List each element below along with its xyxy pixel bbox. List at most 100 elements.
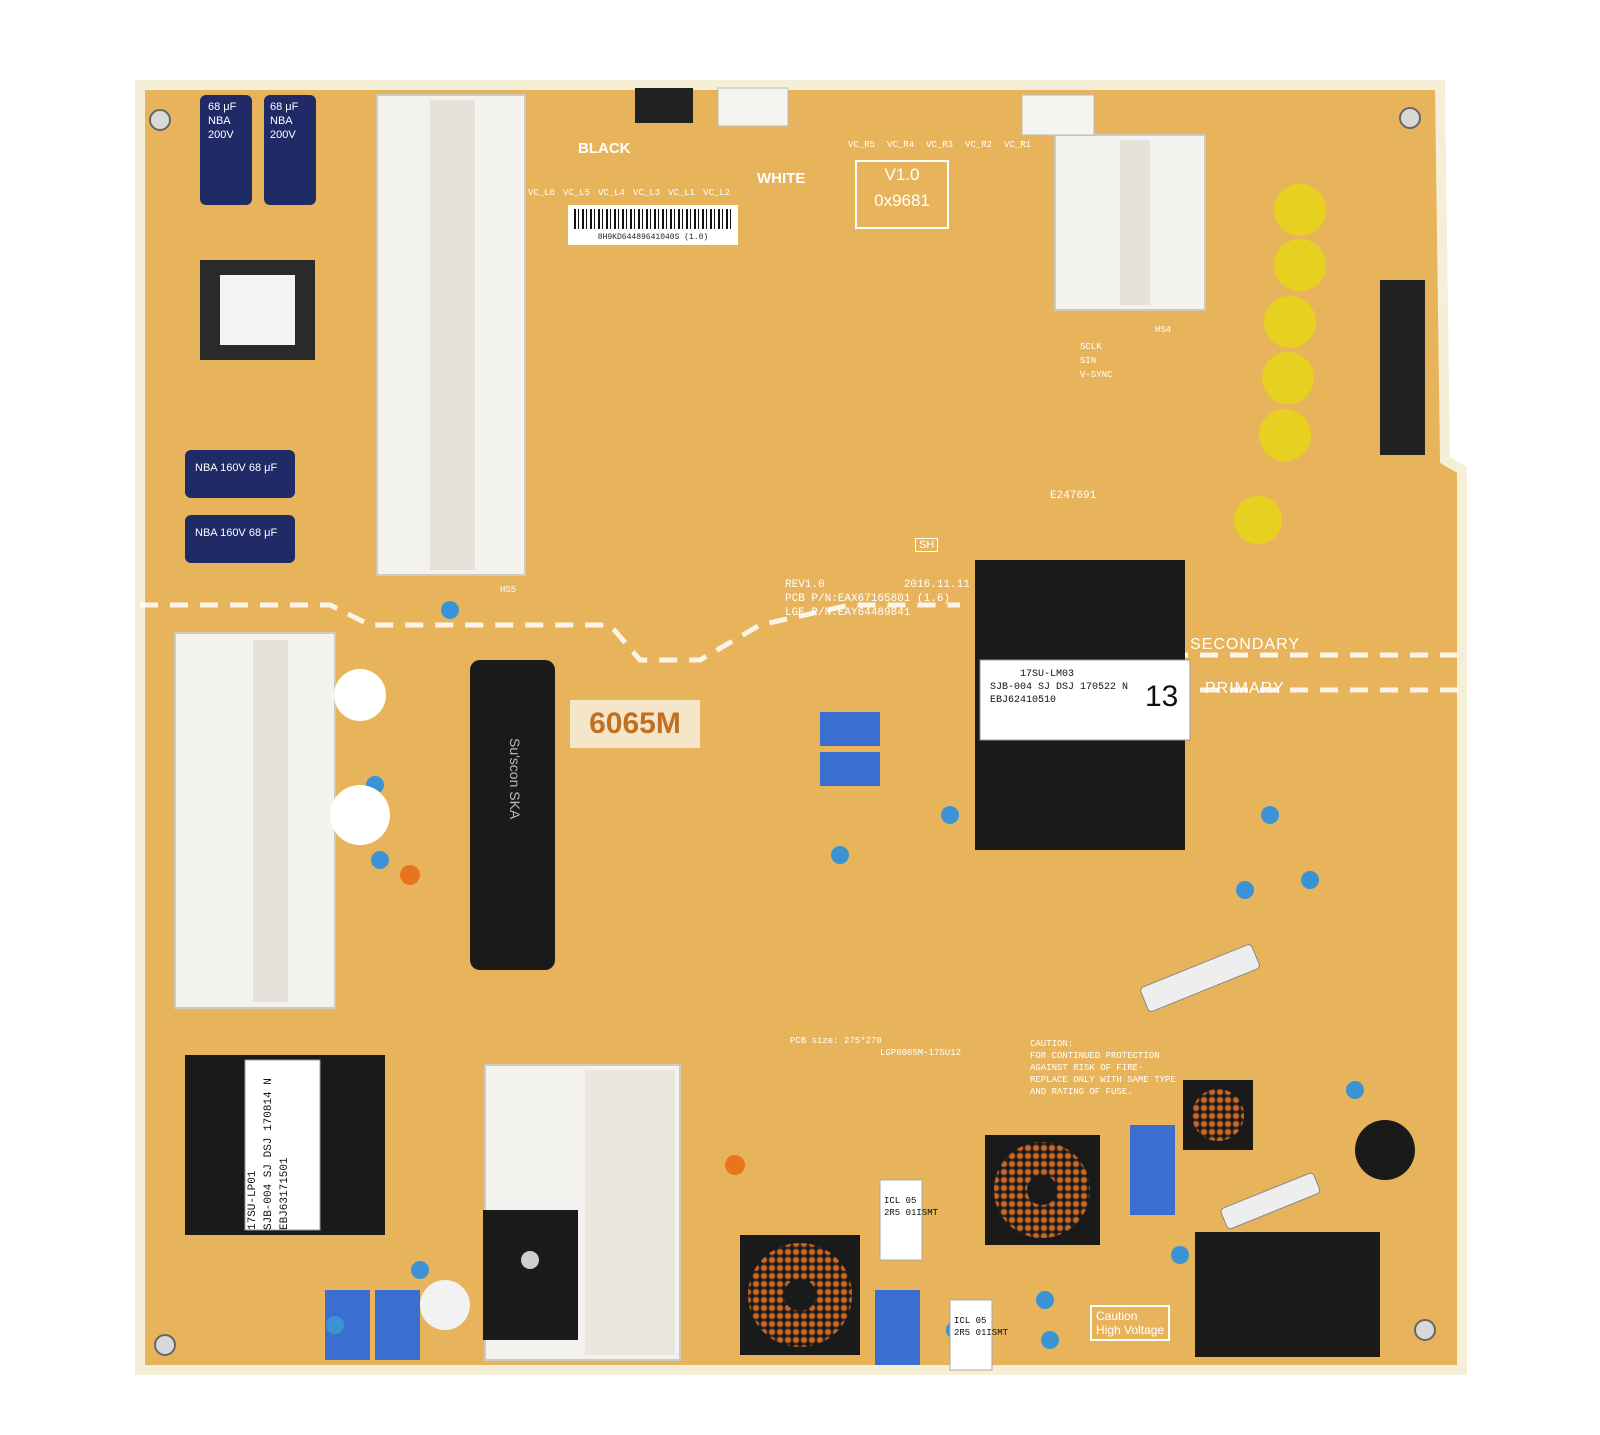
capacitor-marking-4: NBA 160V 68 μF <box>195 527 277 539</box>
transformer-lp-label: 17SU-LP01 SJB-004 SJ DSJ 170814 N EBJ631… <box>245 1060 293 1230</box>
transformer-lp-line-3: EBJ63171501 <box>279 1157 291 1230</box>
capacitor-brand: NBA <box>208 115 231 127</box>
transformer-main-line-3: EBJ62410510 <box>990 695 1057 706</box>
capacitor-brand: NBA <box>270 115 293 127</box>
vl-label: VC_L2 <box>703 188 731 198</box>
barcode <box>574 209 732 229</box>
capacitor-value: 68 μF <box>208 101 237 113</box>
film-capacitor <box>375 1290 420 1360</box>
capacitor-voltage: 160V <box>220 462 246 474</box>
capacitor-value: 68 μF <box>248 527 278 539</box>
film-capacitor <box>1130 1125 1175 1215</box>
rev-date: 2016.11.11 <box>903 579 970 591</box>
transformer-lp-line-1: 17SU-LP01 <box>247 1170 259 1230</box>
rev-text: REV1.0 2016.11.11 PCB P/N:EAX67165801 (1… <box>785 578 970 620</box>
film-capacitor <box>820 752 880 786</box>
heatsink-label-hs4: HS4 <box>1155 325 1172 335</box>
signal-label: V-SYNC <box>1080 370 1113 380</box>
caution-line: AND RATING OF FUSE. <box>1030 1087 1133 1097</box>
vl-label: VC_L1 <box>668 188 696 198</box>
capacitor-blue <box>200 95 252 205</box>
capacitor-voltage: 160V <box>220 527 246 539</box>
ceramic-capacitor-orange <box>400 865 420 885</box>
y-capacitor-white <box>334 669 386 721</box>
pcb-size-text: PCB size: 275*270 LGP6065M-17SU12 <box>790 1035 961 1059</box>
ceramic-capacitor-orange <box>725 1155 745 1175</box>
film-capacitor <box>875 1290 920 1365</box>
sh-label: SH <box>915 538 939 552</box>
bulk-capacitor-label: Su'scon SKA <box>507 738 523 820</box>
secondary-label: SECONDARY <box>1190 636 1301 653</box>
caution-line-2: High Voltage <box>1096 1323 1165 1337</box>
barcode-text: 8H9KD64489641040S (1.0) <box>597 233 709 242</box>
capacitor-blue <box>264 95 316 205</box>
isolation-boundary <box>140 602 1462 693</box>
bulk-capacitor <box>470 660 555 970</box>
vc-label: VC_R1 <box>1004 140 1032 150</box>
connector-white <box>717 87 789 127</box>
icl-thermistor <box>949 1299 993 1371</box>
capacitor-yellow <box>1234 496 1282 544</box>
capacitor-brand: NBA <box>195 527 218 539</box>
icl-thermistor <box>879 1179 923 1261</box>
vl-label: VC_L6 <box>528 188 556 198</box>
capacitor-marking: 68 μF NBA 200V <box>208 100 236 142</box>
capacitor-yellow <box>1262 352 1314 404</box>
version-text: V1.0 <box>884 165 920 184</box>
film-capacitor <box>820 712 880 746</box>
connector-side <box>1380 280 1425 455</box>
y-capacitor-white <box>330 785 390 845</box>
capacitor-voltage: 200V <box>208 129 234 141</box>
fuse <box>1220 1172 1321 1230</box>
caution-line: REPLACE ONLY WITH SAME TYPE <box>1030 1075 1176 1085</box>
vc-label: VC_R5 <box>848 140 876 150</box>
primary-label: PRIMARY <box>1205 680 1285 697</box>
connector-white-2 <box>1021 94 1095 136</box>
model-sticker: 6065M <box>570 700 700 748</box>
signal-label: SIN <box>1080 356 1097 366</box>
vl-label: VC_L4 <box>598 188 626 198</box>
white-label: WHITE <box>757 170 806 187</box>
caution-line: AGAINST RISK OF FIRE- <box>1030 1063 1144 1073</box>
capacitor-value: 68 μF <box>248 462 278 474</box>
transformer-main-line-2: SJB-004 SJ DSJ 170522 N <box>990 682 1129 693</box>
capacitor-marking-3: NBA 160V 68 μF <box>195 462 277 474</box>
x-cap-enclosure <box>1195 1232 1380 1357</box>
lge-part-number: LGE P/N:EAY64489841 <box>785 607 911 619</box>
pcb-part-number: PCB P/N:EAX67165801 (1.6) <box>785 593 951 605</box>
icl-label-1: ICL 05 2R5 01ISMT <box>884 1195 938 1219</box>
caution-box: Caution High Voltage <box>1090 1305 1171 1341</box>
capacitor-yellow <box>1264 296 1316 348</box>
capacitor-brand: NBA <box>195 462 218 474</box>
ul-number: E247691 <box>1050 490 1097 502</box>
icl-text: ICL 05 <box>954 1316 987 1326</box>
version-code: 0x9681 <box>874 191 930 210</box>
capacitor-voltage: 200V <box>270 129 296 141</box>
caution-line: FOR CONTINUED PROTECTION <box>1030 1051 1160 1061</box>
capacitor-yellow <box>1274 184 1326 236</box>
signal-label: SCLK <box>1080 342 1102 352</box>
icl-code: 2R5 01ISMT <box>954 1328 1009 1338</box>
bridge-rectifier <box>483 1210 578 1340</box>
pcb-size: PCB size: 275*270 <box>790 1036 882 1046</box>
vc-label: VC_R3 <box>926 140 954 150</box>
caution-line: CAUTION: <box>1030 1039 1074 1049</box>
ceramic-capacitors <box>326 601 1364 1349</box>
pcb-model: LGP6065M-17SU12 <box>880 1048 962 1058</box>
transformer-main-line-1: 17SU-LM03 <box>1020 669 1075 680</box>
barcode-label: 8H9KD64489641040S (1.0) <box>568 205 738 245</box>
fuse <box>1140 944 1260 1012</box>
icl-code: 2R5 01ISMT <box>884 1208 939 1218</box>
capacitor-yellow <box>1274 239 1326 291</box>
caution-line-1: Caution <box>1096 1309 1138 1323</box>
y-capacitor-white <box>420 1280 470 1330</box>
capacitor-blue <box>185 450 295 498</box>
mounting-holes <box>149 107 1436 1356</box>
heatsink-label-hs5: HS5 <box>500 585 517 595</box>
icl-text: ICL 05 <box>884 1196 917 1206</box>
vc-r-labels: VC_R5 VC_R4 VC_R3 VC_R2 VC_R1 <box>848 140 1031 150</box>
vc-label: VC_R4 <box>887 140 915 150</box>
vc-l-labels: VC_L6 VC_L5 VC_L4 VC_L3 VC_L1 VC_L2 <box>528 188 730 198</box>
